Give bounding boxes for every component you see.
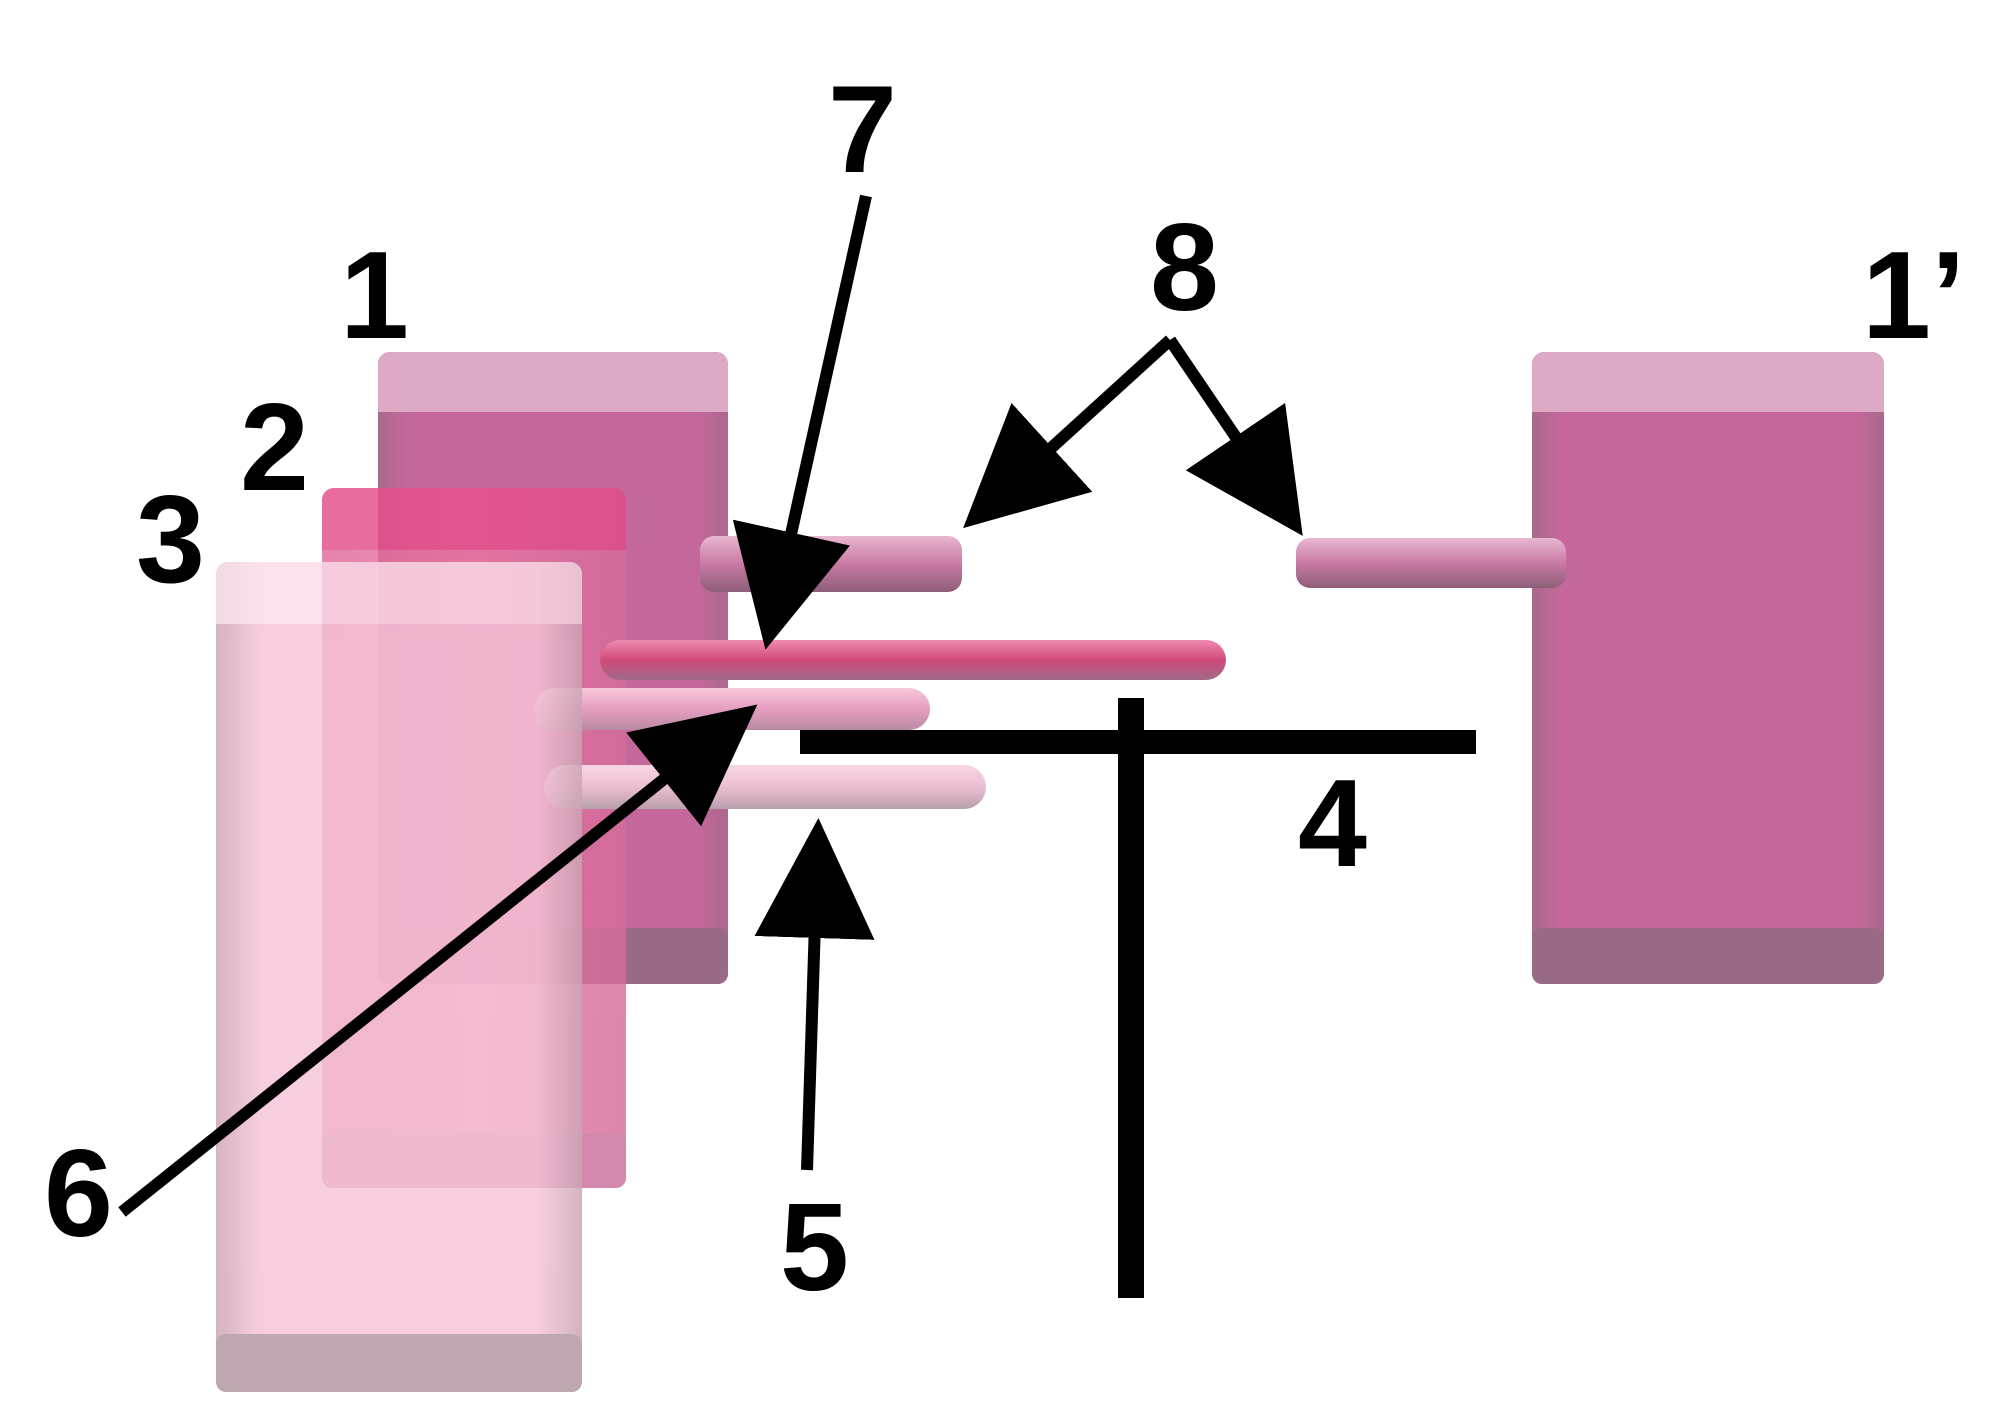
label-6: 6 [44, 1125, 113, 1263]
arrow-7 [732, 194, 872, 650]
left-tab [700, 536, 962, 592]
block-1-prime [1532, 352, 1884, 984]
label-4: 4 [1298, 755, 1367, 893]
label-2: 2 [240, 379, 309, 517]
label-5: 5 [780, 1179, 849, 1317]
bar-7 [600, 640, 1226, 680]
label-1: 1 [340, 227, 409, 365]
t-line [800, 698, 1476, 1298]
block-3 [216, 562, 582, 1392]
arrow-8-left [963, 335, 1175, 529]
right-tab [1296, 538, 1566, 588]
bar-5 [544, 765, 986, 809]
arrow-5 [754, 818, 875, 1171]
arrow-8-right [1165, 336, 1303, 536]
label-3: 3 [136, 471, 205, 609]
arrow-6 [118, 704, 758, 1217]
label-1-prime: 1’ [1862, 227, 1965, 365]
label-8: 8 [1150, 199, 1219, 337]
label-7: 7 [828, 61, 897, 199]
